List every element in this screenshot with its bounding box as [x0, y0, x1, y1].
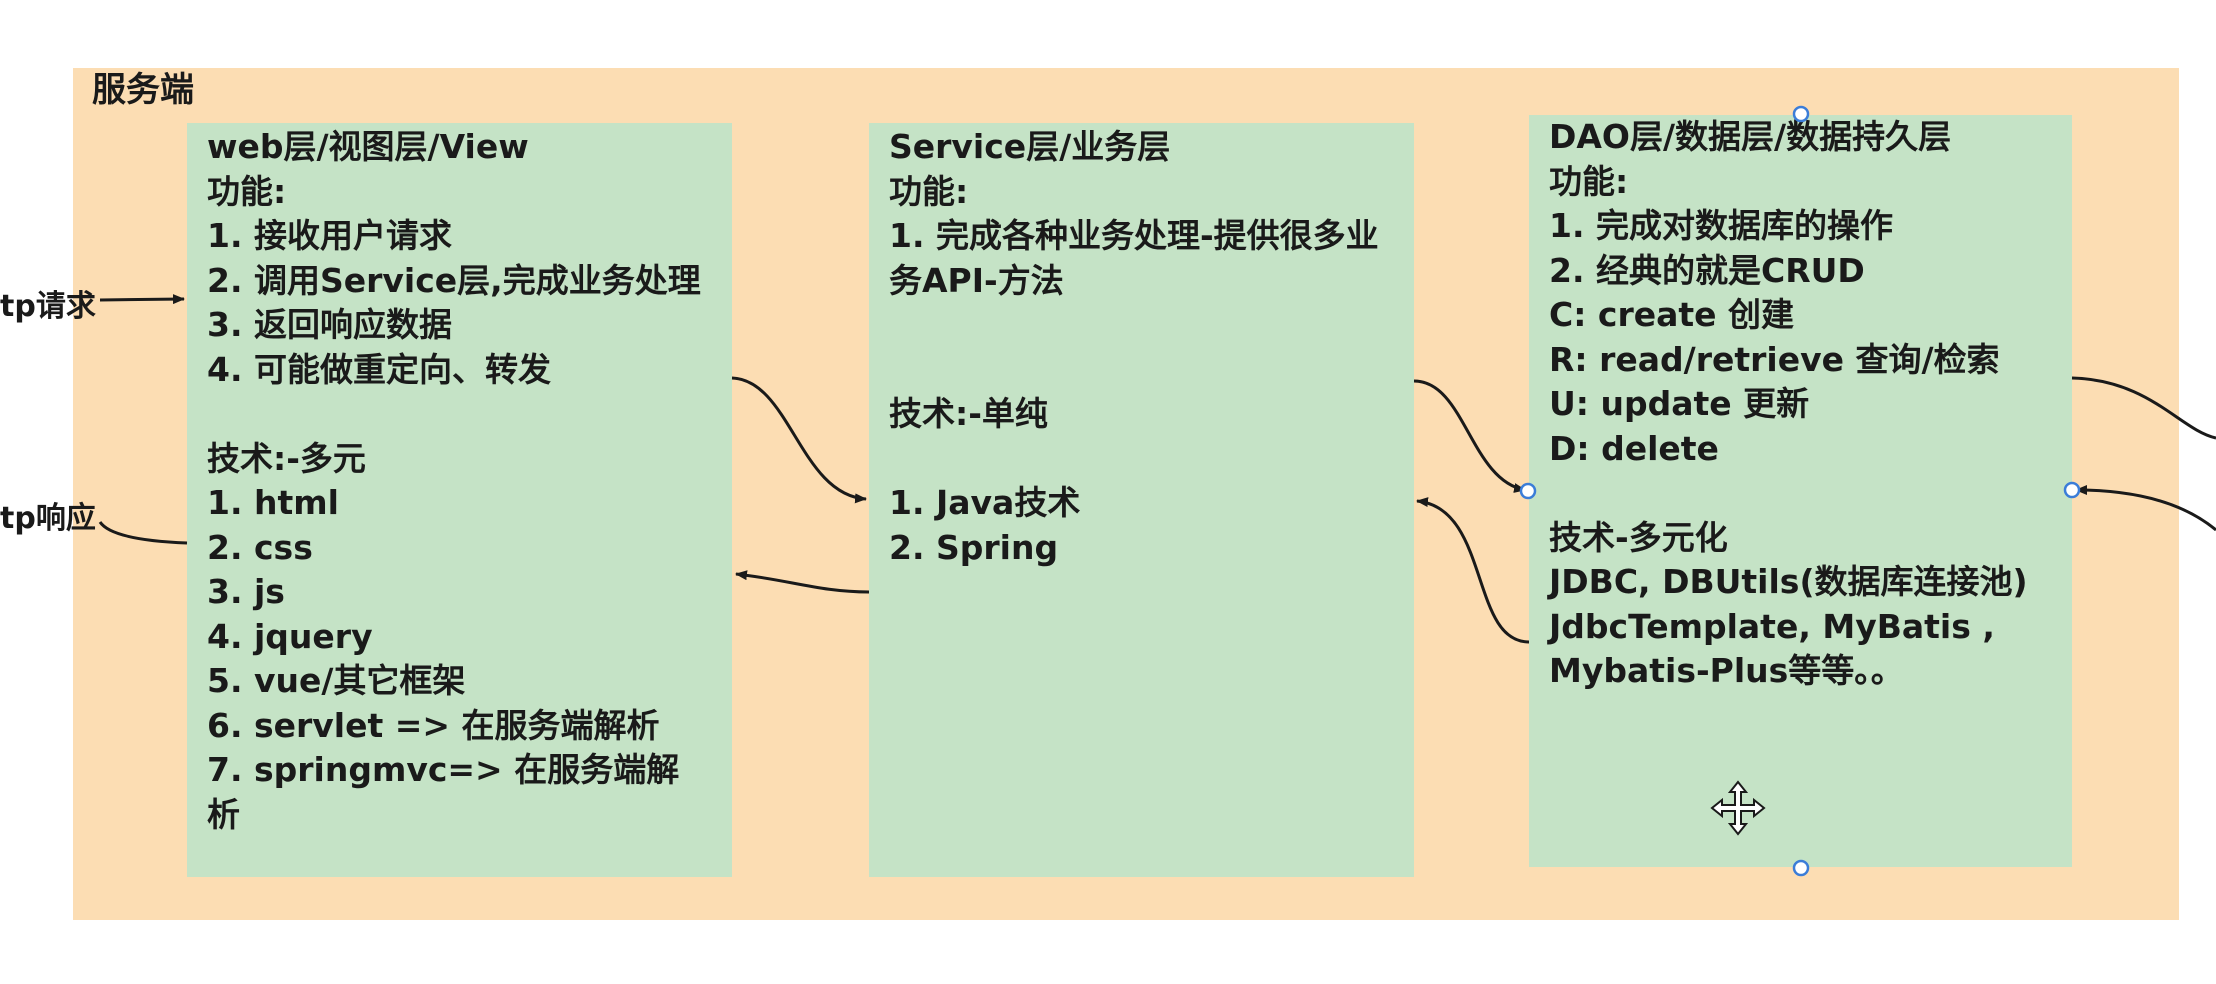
layer-web-line: 1. html [207, 483, 339, 522]
layer-service-line: 功能: [889, 171, 969, 211]
layer-web-box[interactable]: web层/视图层/View 功能: 1. 接收用户请求 2. 调用Service… [187, 123, 732, 877]
layer-dao-line: R: read/retrieve 查询/检索 [1549, 339, 2000, 379]
layer-web-line: 功能: [207, 171, 287, 211]
layer-web-line: 3. 返回响应数据 [207, 305, 452, 344]
http-request-label: tp请求 [0, 289, 96, 324]
selection-handle-bottom[interactable] [1792, 859, 1810, 877]
layer-service-line: 1. Java技术 [889, 483, 1081, 522]
layer-dao-line: C: create 创建 [1549, 295, 1795, 334]
layer-dao-line: JdbcTemplate, MyBatis , [1549, 606, 1995, 646]
http-response-label: tp响应 [0, 501, 96, 536]
server-label: 服务端 [92, 70, 194, 110]
web-to-service-arrow [731, 376, 867, 504]
dao-to-database-connector [2071, 376, 2216, 440]
service-to-web-arrow [735, 570, 870, 594]
layer-dao-line: Mybatis-Plus等等。。 [1549, 651, 1904, 690]
layer-web-line: 3. js [207, 572, 285, 611]
selection-handle-left[interactable] [1519, 482, 1537, 500]
layer-web-title: web层/视图层/View [207, 127, 529, 166]
move-cursor-icon [1710, 780, 1766, 836]
layer-web-line: 6. servlet => 在服务端解析 [207, 705, 660, 745]
layer-dao-line: 2. 经典的就是CRUD [1549, 250, 1865, 290]
layer-dao-title: DAO层/数据层/数据持久层 [1549, 117, 1952, 156]
layer-service-line: 1. 完成各种业务处理-提供很多业务API-方法 [889, 216, 1379, 300]
layer-dao-line: 功能: [1549, 161, 1629, 201]
layer-dao-line: D: delete [1549, 428, 1719, 468]
layer-web-line: 2. css [207, 527, 313, 567]
layer-web-line: 7. springmvc=> 在服务端解析 [207, 750, 680, 834]
layer-dao-line: 1. 完成对数据库的操作 [1549, 206, 1893, 245]
dao-to-service-arrow [1416, 497, 1530, 644]
layer-dao-box[interactable]: DAO层/数据层/数据持久层 功能: 1. 完成对数据库的操作 2. 经典的就是… [1529, 115, 2072, 867]
layer-service-line: 技术:-单纯 [889, 394, 1048, 433]
layer-web-line: 4. 可能做重定向、转发 [207, 349, 551, 389]
selection-handle-top[interactable] [1792, 105, 1810, 123]
layer-dao-line: U: update 更新 [1549, 384, 1810, 423]
http-response-connector [98, 521, 188, 545]
layer-dao-line: 技术-多元化 [1549, 517, 1728, 557]
layer-service-line: 2. Spring [889, 527, 1059, 567]
http-request-arrow [99, 294, 185, 305]
layer-web-line: 2. 调用Service层,完成业务处理 [207, 260, 701, 300]
layer-service-title: Service层/业务层 [889, 127, 1171, 166]
layer-web-line: 4. jquery [207, 616, 373, 656]
selection-handle-right[interactable] [2063, 481, 2081, 499]
layer-service-box[interactable]: Service层/业务层 功能: 1. 完成各种业务处理-提供很多业务API-方… [869, 123, 1414, 877]
layer-web-line: 技术:-多元 [207, 438, 366, 478]
service-to-dao-arrow [1413, 379, 1526, 493]
layer-web-line: 1. 接收用户请求 [207, 216, 452, 255]
layer-web-line: 5. vue/其它框架 [207, 661, 466, 700]
database-to-dao-arrow [2075, 485, 2216, 532]
layer-dao-line: JDBC, DBUtils(数据库连接池) [1549, 562, 2028, 601]
